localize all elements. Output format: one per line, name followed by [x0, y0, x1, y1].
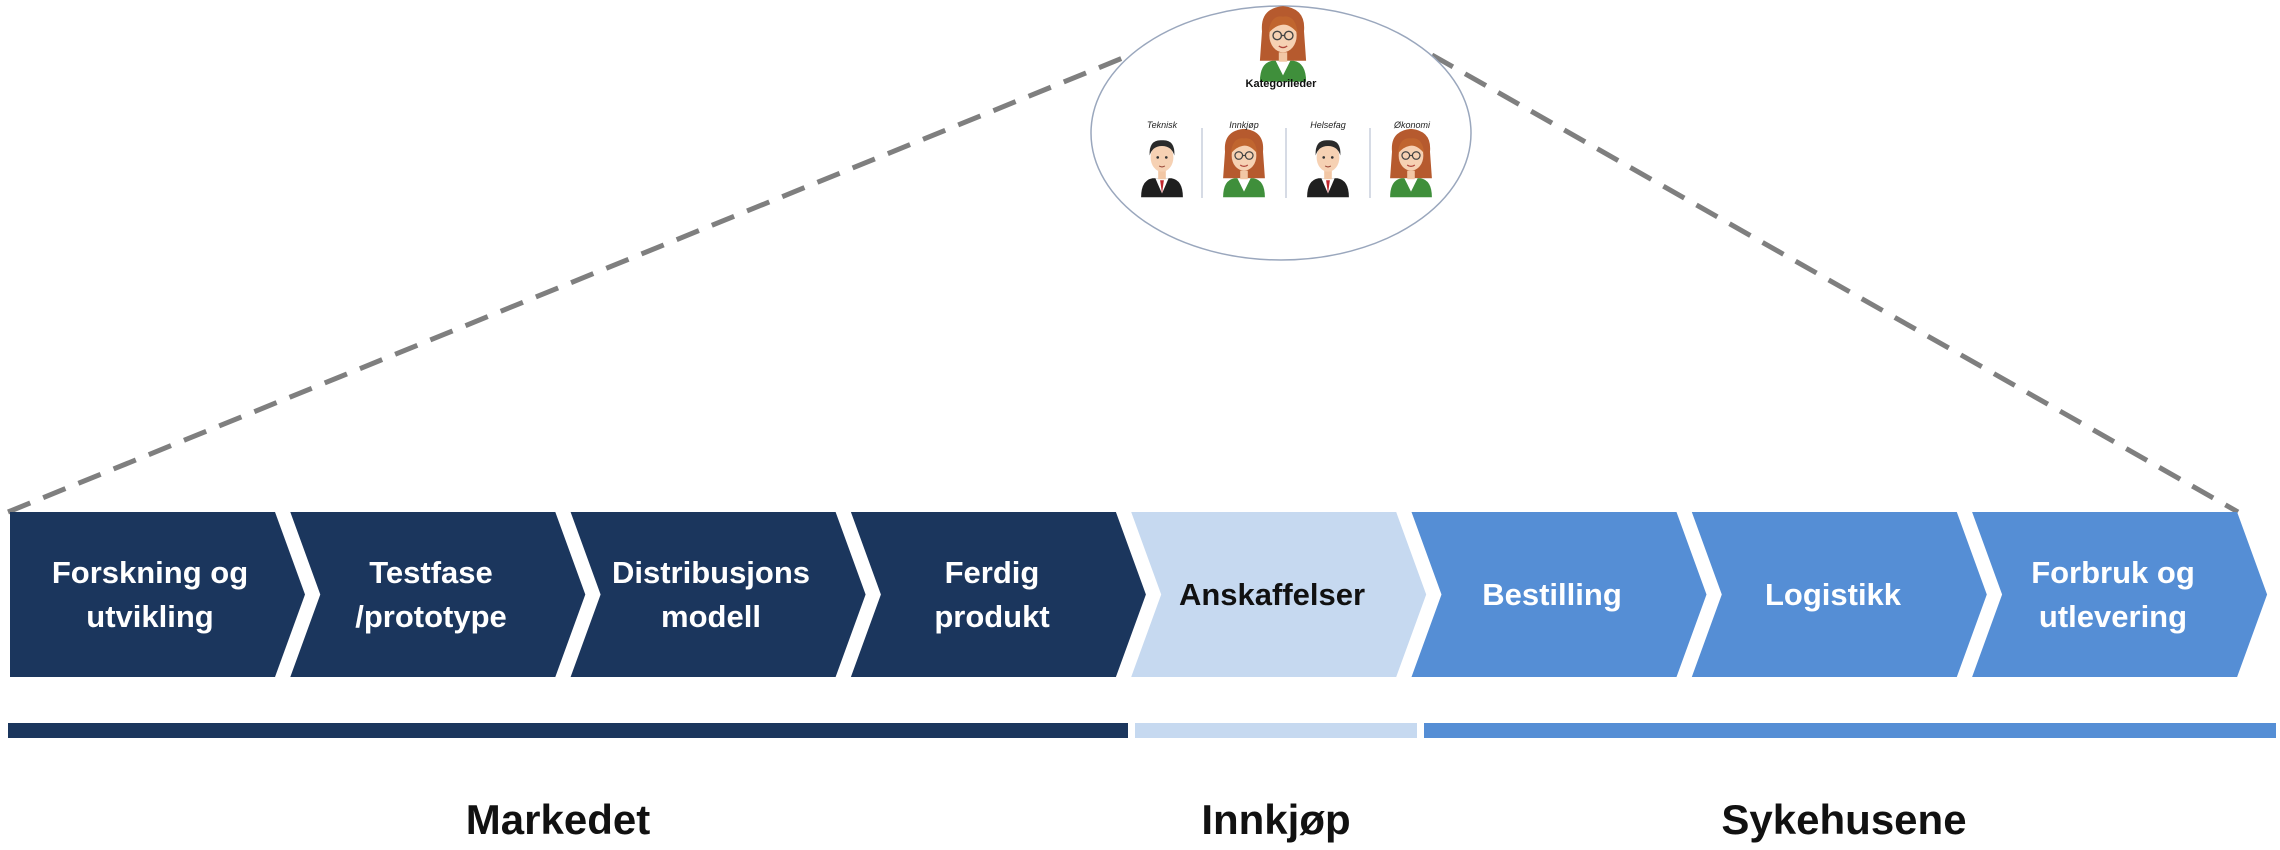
- step-label-bestilling: Bestilling: [1482, 576, 1622, 612]
- group-bar-innkjop: [1135, 723, 1417, 738]
- step-label-anskaffelser: Anskaffelser: [1178, 576, 1366, 612]
- role-label-innkjop: Innkjøp: [1229, 120, 1259, 130]
- group-label-markedet: Markedet: [465, 796, 651, 843]
- process-step-chevron: [1411, 512, 1707, 677]
- role-dividers: [1201, 128, 1371, 198]
- process-chevrons: [10, 512, 2268, 677]
- step-label-logistikk: Logistikk: [1764, 576, 1902, 612]
- step-label-testfase: Testfase /prototype: [355, 554, 507, 634]
- group-label-sykehusene: Sykehusene: [1721, 796, 1967, 843]
- team-lead-title: Kategorileder: [1245, 78, 1317, 90]
- process-step-chevron: [10, 512, 305, 677]
- member-okonomi-avatar-icon: [1389, 128, 1433, 198]
- role-label-okonomi: Økonomi: [1393, 120, 1430, 130]
- member-innkjop-avatar-icon: [1222, 128, 1266, 198]
- role-label-teknisk: Teknisk: [1146, 120, 1178, 130]
- step-label-distribusjon: Distribusjons modell: [611, 554, 811, 634]
- process-step-chevron: [290, 512, 586, 677]
- group-label-innkjop: Innkjøp: [1201, 796, 1351, 843]
- team-ellipse: [1090, 5, 1472, 261]
- step-label-forskning: Forskning og utvikling: [51, 554, 249, 634]
- step-label-forbruk: Forbruk og utlevering: [2031, 554, 2195, 634]
- group-bar-markedet: [8, 723, 1128, 738]
- team-lead-avatar-icon: [1259, 5, 1307, 83]
- dashed-connector-left: [7, 52, 1131, 515]
- process-step-chevron: [850, 512, 1146, 677]
- process-step-chevron: [570, 512, 866, 677]
- role-label-helsefag: Helsefag: [1310, 120, 1346, 130]
- dashed-connector-right: [1430, 52, 2240, 515]
- process-step-chevron: [1131, 512, 1427, 677]
- process-step-chevron: [1972, 512, 2268, 677]
- process-step-chevron: [1691, 512, 1987, 677]
- step-label-ferdig-produkt: Ferdig produkt: [934, 554, 1050, 634]
- group-bar-sykehusene: [1424, 723, 2276, 738]
